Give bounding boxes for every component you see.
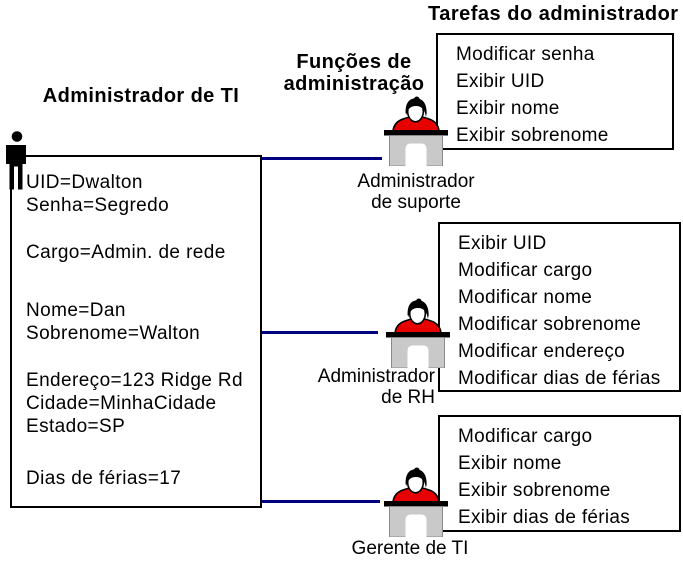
role-label-hr: Administrador de RH [293,366,435,408]
role-label-line: Administrador [357,171,475,192]
task-box-manager: Modificar cargo Exibir nome Exibir sobre… [438,415,681,532]
role-label-line: de suporte [371,192,461,213]
task-line: Exibir dias de férias [458,507,631,528]
connector-line-manager [261,500,380,503]
task-line: Exibir sobrenome [458,480,611,501]
task-line: Modificar cargo [458,260,593,281]
user-attributes-box: UID=Dwalton Senha=Segredo Cargo=Admin. d… [10,155,262,508]
attribute-line: Nome=Dan [26,300,126,321]
task-line: Modificar senha [456,44,595,65]
task-line: Modificar nome [458,287,593,308]
attribute-line: Dias de férias=17 [26,468,182,489]
attribute-line: UID=Dwalton [26,172,143,193]
attribute-group-address: Endereço=123 Ridge Rd Cidade=MinhaCidade… [26,369,260,438]
functions-heading: Funções de administração [272,51,436,95]
person-silhouette-icon [6,131,26,190]
functions-heading-line1: Funções de [296,51,412,73]
task-line: Exibir UID [458,233,547,254]
person-at-desk-icon [384,96,448,166]
attribute-line: Cidade=MinhaCidade [26,393,217,414]
task-line: Modificar cargo [458,426,593,447]
user-heading: Administrador de TI [42,85,240,107]
task-line: Exibir sobrenome [456,125,609,146]
person-at-desk-icon [384,467,448,537]
role-label-line: Administrador [317,366,435,387]
task-line: Modificar dias de férias [458,368,661,389]
role-label-line: de RH [381,387,435,408]
person-at-desk-icon [386,298,450,368]
attribute-group-vacation: Dias de férias=17 [26,467,260,490]
task-box-hr: Exibir UID Modificar cargo Modificar nom… [438,222,681,392]
task-box-support: Modificar senha Exibir UID Exibir nome E… [436,33,674,150]
task-line: Modificar sobrenome [458,314,642,335]
role-label-manager: Gerente de TI [335,538,485,559]
connector-line-support [261,157,382,160]
role-label-support: Administrador de suporte [344,171,488,213]
attribute-line: Estado=SP [26,416,126,437]
attribute-group-credentials: UID=Dwalton Senha=Segredo [26,171,260,217]
attribute-line: Cargo=Admin. de rede [26,242,226,263]
tasks-heading: Tarefas do administrador [428,3,679,25]
attribute-line: Sobrenome=Walton [26,323,201,344]
functions-heading-line2: administração [283,73,425,95]
attribute-line: Senha=Segredo [26,195,170,216]
task-line: Exibir UID [456,71,545,92]
role-label-line: Gerente de TI [351,538,469,559]
task-line: Exibir nome [456,98,560,119]
task-line: Exibir nome [458,453,562,474]
attribute-line: Endereço=123 Ridge Rd [26,370,244,391]
connector-line-hr [261,331,378,334]
task-line: Modificar endereço [458,341,625,362]
attribute-group-name: Nome=Dan Sobrenome=Walton [26,299,260,345]
attribute-group-job: Cargo=Admin. de rede [26,241,260,264]
